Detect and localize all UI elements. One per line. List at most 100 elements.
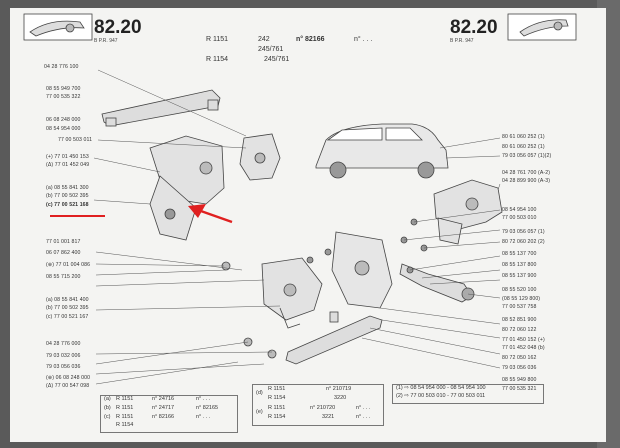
model-line1-codes: 242 <box>258 36 270 43</box>
part-number: (b) 77 00 502 395 <box>46 305 89 311</box>
part-number: 77 00 535 322 <box>46 94 81 100</box>
sub-right: B P.R. 947 <box>450 38 474 44</box>
part-number: 04 28 899 900 (A-3) <box>502 178 551 184</box>
model-line1-ref: n° 82166 <box>296 36 325 43</box>
part-number: 80 72 060 202 (2) <box>502 239 545 245</box>
model-line1-model: R 1151 <box>206 36 229 43</box>
footer-num: 3221 <box>322 414 335 420</box>
part-number: 04 28 761 700 (A-2) <box>502 170 551 176</box>
part-number: (a) 08 55 841 300 <box>46 185 89 191</box>
footer-model: R 1151 <box>268 386 286 392</box>
lock-mechanism-right <box>400 179 503 252</box>
red-arrow <box>188 204 233 224</box>
part-number: 79 03 032 006 <box>46 353 81 359</box>
part-number: 77 01 450 152 (+) <box>502 337 545 343</box>
thumbnail-left <box>23 13 93 41</box>
part-number: 08 55 137 700 <box>502 251 537 257</box>
footer-num: n° 210719 <box>326 386 352 392</box>
footer-extra: n° . . . <box>356 414 371 420</box>
part-number: 08 55 137 900 <box>502 273 537 279</box>
thumbnail-right <box>507 13 577 41</box>
part-number: (a) 08 55 841 400 <box>46 297 89 303</box>
model-line1-tail: n° . . . <box>354 36 373 43</box>
footer-extra: n° . . . <box>196 396 211 402</box>
model-line2-model: R 1154 <box>206 56 229 63</box>
footer-model: R 1151 <box>268 405 286 411</box>
part-number: (+) 77 01 450 153 <box>46 154 89 160</box>
footer-num: n° 210720 <box>310 405 336 411</box>
part-number: 77 00 503 010 <box>502 215 537 221</box>
part-number: 08 55 520 100 <box>502 287 537 293</box>
outer-handle-bottom <box>285 311 383 365</box>
part-number: 79 03 056 036 <box>46 364 81 370</box>
footer-table-mid <box>252 384 384 426</box>
exploded-view-diagram <box>23 13 577 385</box>
lock-mechanism-upper <box>149 133 281 241</box>
part-number: 77 00 503 011 <box>58 137 93 143</box>
footer-num: n° 24716 <box>152 396 175 402</box>
part-number: (⊕) 77 01 004 086 <box>46 262 91 268</box>
part-number: 04 28 776 100 <box>44 64 79 70</box>
footer-tag: (e) <box>256 409 263 415</box>
footer-extra: n° . . . <box>356 405 371 411</box>
model-line2-codes: 245/761 <box>264 56 290 63</box>
footer-table-left <box>100 395 238 433</box>
footer-tag: (b) <box>104 405 111 411</box>
part-number: 08 55 715 200 <box>46 274 81 280</box>
model-line2-codes1: 245/761 <box>258 46 284 53</box>
leader-lines <box>93 69 501 385</box>
footer-note: (1) ⇨ 08 54 954 000 - 08 54 954 100 <box>396 385 486 391</box>
part-number: (⊕) 06 08 248 000 <box>46 375 91 381</box>
outer-handle-top <box>101 89 221 127</box>
lock-mechanism-lower <box>221 257 323 359</box>
catalog-page: 82.20 B P.R. 947 82.20 B P.R. 947 R 1151… <box>10 8 606 442</box>
part-number: 79 03 056 057 (1)(2) <box>502 153 552 159</box>
part-number: 77 00 535 321 <box>502 386 537 392</box>
footer-num: 3220 <box>334 395 347 401</box>
footer-tag: (d) <box>256 390 263 396</box>
part-number: 08 52 851 900 <box>502 317 537 323</box>
page-number-left: 82.20 <box>94 17 142 38</box>
footer-model: R 1151 <box>116 396 134 402</box>
page-number-right: 82.20 <box>450 17 498 38</box>
part-number: 04 28 776 000 <box>46 341 81 347</box>
footer-note: (2) ⇨ 77 00 503 010 - 77 00 503 011 <box>396 393 486 399</box>
part-number: (Δ) 77 01 452 049 <box>46 162 90 168</box>
part-number: (08 55 129 800) <box>502 296 541 302</box>
highlighted-part-number: (c) 77 00 521 168 <box>46 202 89 208</box>
footer-tag: (a) <box>104 396 111 402</box>
footer-model: R 1154 <box>268 414 286 420</box>
footer-num: n° 82166 <box>152 414 175 420</box>
part-number: 08 54 954 100 <box>502 207 537 213</box>
inner-release-lever <box>399 263 475 303</box>
part-number: (c) 77 00 521 167 <box>46 314 89 320</box>
part-number: 06 08 248 000 <box>46 117 81 123</box>
part-number: 77 01 452 048 (b) <box>502 345 545 351</box>
part-number: 80 72 060 122 <box>502 327 537 333</box>
part-number: 79 03 056 057 (1) <box>502 229 545 235</box>
door-latch-plate <box>306 231 393 309</box>
footer-tag: (c) <box>104 414 111 420</box>
part-number: 77 00 537 758 <box>502 304 537 310</box>
part-number: 79 03 056 036 <box>502 365 537 371</box>
part-number: 80 61 060 252 (1) <box>502 144 545 150</box>
footer-model: R 1154 <box>268 395 286 401</box>
part-number: 08 54 954 000 <box>46 126 81 132</box>
part-number: 80 72 050 162 <box>502 355 537 361</box>
car-illustration <box>315 123 449 179</box>
part-number: 06 07 862 400 <box>46 250 81 256</box>
part-number: 80 61 060 252 (1) <box>502 134 545 140</box>
footer-model: R 1154 <box>116 422 134 428</box>
footer-num: n° 24717 <box>152 405 175 411</box>
footer-extra: n° 82165 <box>196 405 219 411</box>
part-number: 08 55 949 800 <box>502 377 537 383</box>
part-number: (b) 77 00 502 395 <box>46 193 89 199</box>
part-number: 08 55 137 800 <box>502 262 537 268</box>
footer-model: R 1151 <box>116 405 134 411</box>
part-number: (Δ) 77 00 547 098 <box>46 383 90 389</box>
sub-left: B P.R. 947 <box>94 38 118 44</box>
footer-model: R 1151 <box>116 414 134 420</box>
footer-extra: n° . . . <box>196 414 211 420</box>
part-number: 08 55 949 700 <box>46 86 81 92</box>
red-underline <box>50 215 105 217</box>
